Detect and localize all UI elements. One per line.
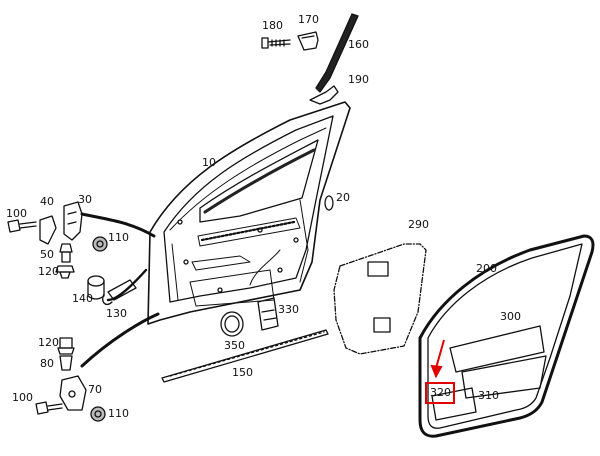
callout-110-lower: 110 bbox=[108, 407, 129, 420]
trim-300 bbox=[449, 325, 545, 373]
callout-10: 10 bbox=[202, 156, 216, 169]
trim-strip-160 bbox=[315, 13, 359, 93]
check-strap-130 bbox=[102, 279, 137, 306]
door-seal-200 bbox=[418, 234, 595, 438]
callout-100-upper: 100 bbox=[6, 207, 27, 220]
callout-200: 200 bbox=[476, 262, 497, 275]
callout-330: 330 bbox=[278, 303, 299, 316]
callout-140: 140 bbox=[72, 292, 93, 305]
callout-130: 130 bbox=[106, 307, 127, 320]
callout-80: 80 bbox=[40, 357, 54, 370]
bracket-330 bbox=[257, 297, 279, 331]
door-shell bbox=[147, 101, 351, 325]
bolt-100-upper bbox=[7, 219, 37, 233]
callout-120-upper: 120 bbox=[38, 265, 59, 278]
callout-350: 350 bbox=[224, 339, 245, 352]
cap-120-upper bbox=[55, 265, 75, 279]
callout-40: 40 bbox=[40, 195, 54, 208]
highlight-box-320 bbox=[425, 382, 455, 404]
hinge-pin-50 bbox=[59, 243, 73, 263]
grommet-110-upper bbox=[92, 236, 108, 252]
callout-190: 190 bbox=[348, 73, 369, 86]
callout-30: 30 bbox=[78, 193, 92, 206]
seal-strip-150 bbox=[161, 329, 329, 383]
trim-310 bbox=[461, 355, 547, 399]
grommet-110-lower bbox=[90, 406, 106, 422]
callout-20: 20 bbox=[336, 191, 350, 204]
callout-70: 70 bbox=[88, 383, 102, 396]
callout-300: 300 bbox=[500, 310, 521, 323]
buffer-140 bbox=[87, 275, 105, 300]
callout-100-lower: 100 bbox=[12, 391, 33, 404]
bolt-100-lower bbox=[35, 401, 63, 415]
highlight-arrow bbox=[430, 339, 445, 379]
lower-hinge-70 bbox=[59, 375, 87, 411]
plug-20 bbox=[324, 195, 334, 211]
screw-180 bbox=[261, 37, 291, 49]
upper-hinge-30 bbox=[63, 201, 83, 241]
callout-110-upper: 110 bbox=[108, 231, 129, 244]
callout-290: 290 bbox=[408, 218, 429, 231]
foil-insert-320 bbox=[431, 387, 477, 421]
pin-80 bbox=[59, 355, 73, 371]
callout-160: 160 bbox=[348, 38, 369, 51]
cap-120-lower bbox=[57, 337, 75, 355]
seal-ring-350 bbox=[220, 311, 244, 337]
hinge-bracket-40 bbox=[39, 215, 57, 245]
bracket-190 bbox=[309, 85, 339, 105]
callout-310: 310 bbox=[478, 389, 499, 402]
callout-320: 320 bbox=[430, 386, 451, 399]
insulation-290 bbox=[333, 243, 427, 355]
callout-150: 150 bbox=[232, 366, 253, 379]
clip-170 bbox=[297, 31, 319, 51]
callout-180: 180 bbox=[262, 19, 283, 32]
callout-50: 50 bbox=[40, 248, 54, 261]
callout-170: 170 bbox=[298, 13, 319, 26]
callout-120-lower: 120 bbox=[38, 336, 59, 349]
